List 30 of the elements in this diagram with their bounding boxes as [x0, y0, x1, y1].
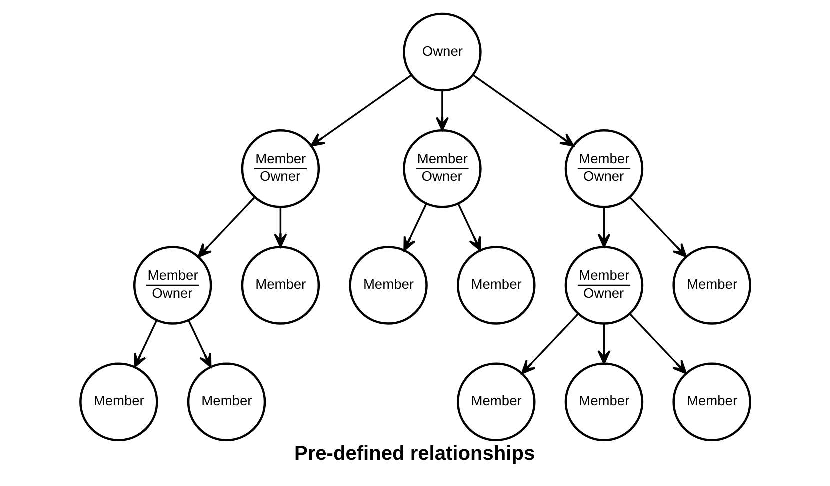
arrow — [274, 206, 287, 248]
node-circle: Member — [348, 246, 428, 324]
node-circle: Owner — [402, 12, 482, 92]
arrow — [187, 320, 212, 368]
node-circle: Member — [240, 246, 320, 324]
caption: Pre-defined relationships — [294, 442, 535, 465]
arrow — [134, 320, 158, 368]
node-circle: Member — [186, 362, 266, 441]
node-circle: Member Owner — [402, 129, 482, 208]
arrow — [435, 90, 448, 131]
arrow — [472, 74, 574, 146]
node-circle: Member — [672, 362, 751, 441]
node-circle: Member — [456, 246, 536, 324]
node-circle: Member — [564, 362, 644, 441]
arrow — [597, 323, 610, 364]
node-circle: Member Owner — [564, 246, 644, 324]
node-circle: Member Owner — [240, 129, 320, 208]
arrow — [597, 206, 610, 248]
node-circle: Member Owner — [564, 129, 644, 208]
arrow — [629, 196, 687, 258]
node-circle: Member Owner — [132, 246, 212, 324]
arrow — [629, 313, 687, 374]
arrow — [457, 202, 481, 251]
arrow — [197, 196, 255, 258]
arrow — [310, 74, 412, 146]
node-circle: Member — [79, 362, 158, 441]
node-circle: Member — [456, 362, 536, 441]
arrow — [403, 202, 427, 251]
arrow — [520, 313, 578, 374]
node-circle: Member — [672, 246, 751, 324]
